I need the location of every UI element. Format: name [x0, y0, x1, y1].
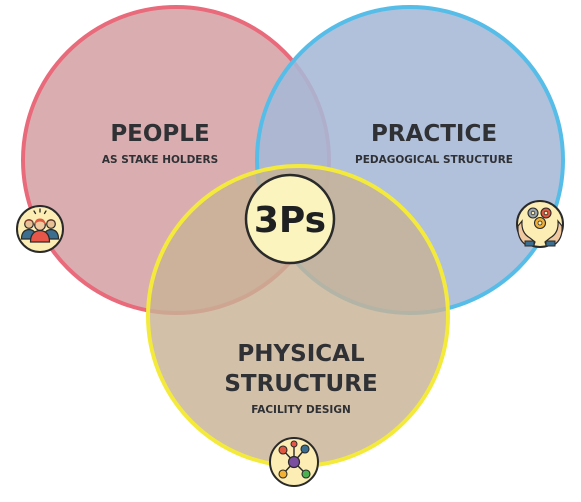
center-badge: 3Ps	[244, 173, 336, 265]
venn-circles	[21, 5, 565, 468]
hands-gears-icon	[516, 200, 564, 248]
physical-title-line1: PHYSICAL	[237, 341, 365, 367]
center-badge-circle	[244, 173, 336, 265]
practice-subtitle: PEDAGOGICAL STRUCTURE	[355, 154, 513, 166]
people-subtitle: AS STAKE HOLDERS	[102, 154, 218, 166]
practice-title: PRACTICE	[371, 121, 497, 147]
physical-structure-label-group: PHYSICAL STRUCTURE FACILITY DESIGN	[224, 341, 377, 416]
center-label: 3Ps	[254, 200, 326, 241]
physical-title-line2: STRUCTURE	[224, 371, 377, 397]
physical-subtitle: FACILITY DESIGN	[251, 404, 351, 416]
gear-icon	[527, 207, 552, 230]
people-group-icon	[16, 205, 64, 253]
people-title: PEOPLE	[110, 121, 209, 147]
people-label-group: PEOPLE AS STAKE HOLDERS	[102, 121, 218, 166]
network-molecule-icon	[269, 437, 319, 487]
practice-label-group: PRACTICE PEDAGOGICAL STRUCTURE	[355, 121, 513, 166]
